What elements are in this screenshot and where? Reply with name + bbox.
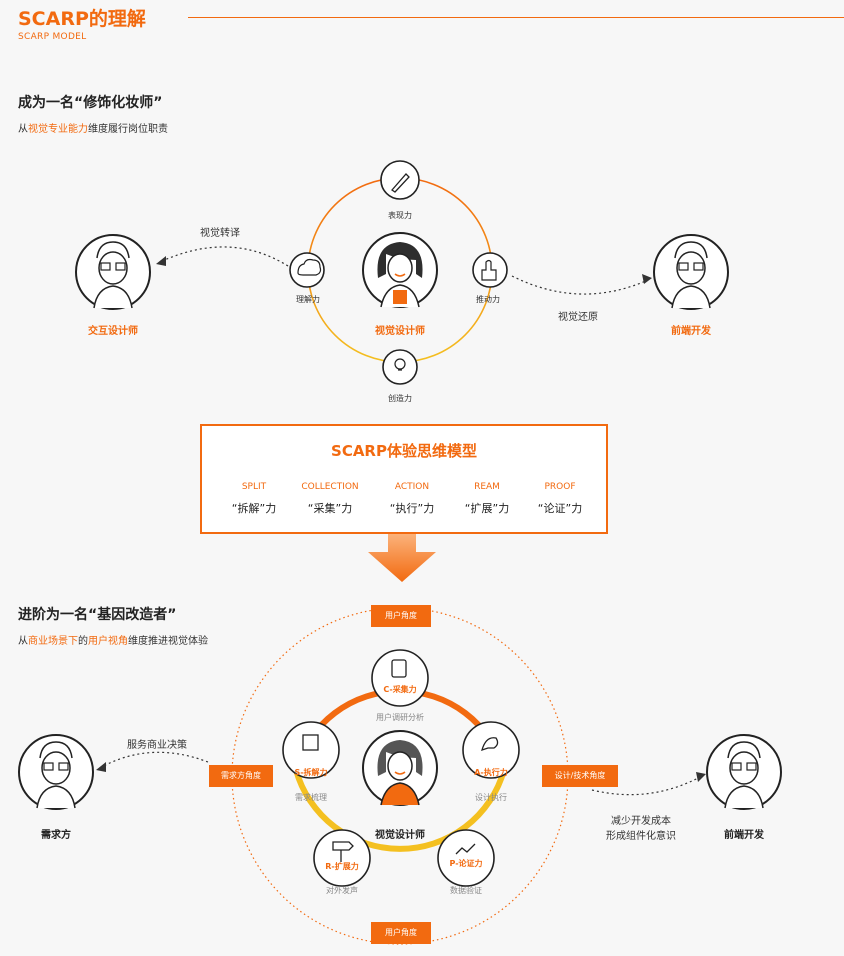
model-item-proof: PROOF “论证”力 xyxy=(537,482,583,515)
node-split-sub: 需求梳理 xyxy=(295,793,327,802)
demand-side-label: 需求方 xyxy=(41,830,71,841)
section2-title: 进阶为一名“基因改造者” xyxy=(18,607,177,623)
interaction-designer-avatar xyxy=(75,234,151,310)
tag-design-tech: 设计/技术角度 xyxy=(542,765,618,787)
flow-arrowhead-right xyxy=(642,274,652,284)
crop-icon xyxy=(302,734,319,751)
section1-title: 成为一名“修饰化妆师” xyxy=(18,95,163,111)
section1-diagram xyxy=(75,160,729,385)
down-arrow-icon xyxy=(368,534,436,582)
node-proof xyxy=(437,829,495,887)
bulb-icon xyxy=(394,358,406,370)
left-person-label: 交互设计师 xyxy=(88,326,138,337)
ability-label-top: 表现力 xyxy=(388,211,412,220)
frontend-dev-label-2: 前端开发 xyxy=(724,830,764,841)
page-title: SCARP的理解 xyxy=(18,8,146,30)
node-split xyxy=(282,721,340,779)
model-item-action: ACTION “执行”力 xyxy=(389,482,435,515)
flow-arrowhead-left xyxy=(156,256,166,266)
model-item-split: SPLIT “拆解”力 xyxy=(231,482,277,515)
scarp-model-box: SCARP体验思维模型 SPLIT “拆解”力 COLLECTION “采集”力… xyxy=(200,424,608,534)
section2-desc: 从商业场景下的用户视角维度推进视觉体验 xyxy=(18,636,208,647)
flow-arrow-left2 xyxy=(99,751,209,769)
form-icon xyxy=(391,659,407,678)
inner-ring-bottom xyxy=(293,769,507,852)
muscle-icon xyxy=(481,737,499,752)
frontend-dev-avatar xyxy=(653,234,729,310)
chart-icon xyxy=(455,843,476,855)
ability-node-top xyxy=(380,160,420,200)
flow-arrowhead-right2 xyxy=(696,772,706,782)
signpost-icon xyxy=(332,841,354,862)
node-collection-name: C-采集力 xyxy=(383,685,417,694)
ability-label-bottom: 创造力 xyxy=(388,394,412,403)
designer-avatar xyxy=(362,232,438,308)
page-subtitle: SCARP MODEL xyxy=(18,32,87,42)
node-action-name: A-执行力 xyxy=(474,768,508,777)
node-split-name: S-拆解力 xyxy=(294,768,328,777)
designer-avatar-2 xyxy=(362,730,438,806)
flow-arrowhead-left2 xyxy=(96,762,106,772)
node-ream-name: R-扩展力 xyxy=(325,862,359,871)
ability-label-left: 理解力 xyxy=(296,295,320,304)
flow-arrow-left xyxy=(159,246,289,267)
tag-demand-side: 需求方角度 xyxy=(209,765,273,787)
demand-side-avatar xyxy=(18,734,94,810)
node-action-sub: 设计执行 xyxy=(475,793,507,802)
tag-user-top: 用户角度 xyxy=(371,605,431,627)
header-divider xyxy=(188,17,844,18)
node-collection-sub: 用户调研分析 xyxy=(376,713,424,722)
flow-arrow-right2 xyxy=(591,775,703,796)
thumb-icon xyxy=(481,259,497,281)
left-flow-label: 视觉转译 xyxy=(200,228,240,239)
node-proof-sub: 数据验证 xyxy=(450,886,482,895)
model-item-collection: COLLECTION “采集”力 xyxy=(301,482,359,515)
node-collection xyxy=(371,649,429,707)
right-flow-label-2b: 形成组件化意识 xyxy=(606,831,676,842)
left-flow-label-2: 服务商业决策 xyxy=(127,740,187,751)
model-title: SCARP体验思维模型 xyxy=(331,442,477,460)
right-person-label: 前端开发 xyxy=(671,326,711,337)
ability-node-left xyxy=(289,252,325,288)
section1-desc: 从视觉专业能力维度履行岗位职责 xyxy=(18,124,168,135)
right-flow-label: 视觉还原 xyxy=(558,312,598,323)
brush-icon xyxy=(391,173,410,193)
model-item-ream: REAM “扩展”力 xyxy=(464,482,510,515)
section2-diagram xyxy=(18,607,782,945)
ability-node-bottom xyxy=(382,349,418,385)
tag-user-bottom: 用户角度 xyxy=(371,922,431,944)
node-proof-name: P-论证力 xyxy=(449,859,483,868)
right-flow-label-2a: 减少开发成本 xyxy=(611,816,671,827)
frontend-dev-avatar-2 xyxy=(706,734,782,810)
node-action xyxy=(462,721,520,779)
center-designer-label: 视觉设计师 xyxy=(375,326,425,337)
center-designer-label-2: 视觉设计师 xyxy=(375,830,425,841)
node-ream xyxy=(313,829,371,887)
node-ream-sub: 对外发声 xyxy=(326,886,358,895)
ability-label-right: 推动力 xyxy=(476,295,500,304)
flow-arrow-right xyxy=(511,275,649,295)
brain-icon xyxy=(297,258,322,276)
ability-node-right xyxy=(472,252,508,288)
